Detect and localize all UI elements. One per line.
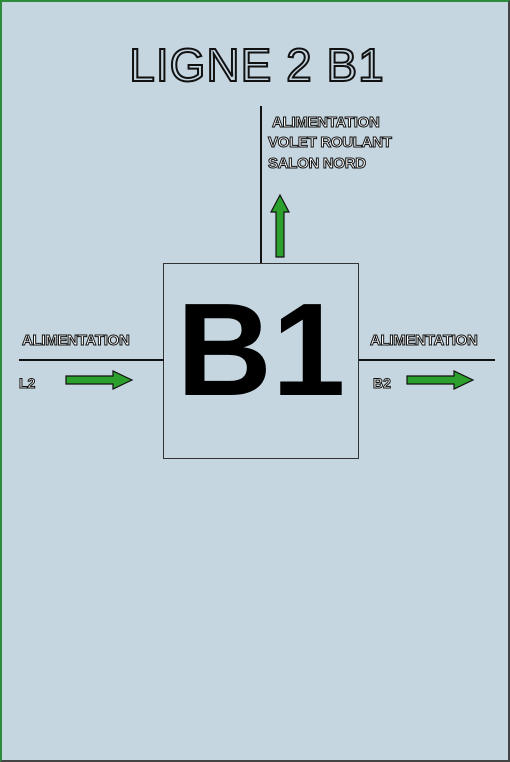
right-output-label: ALIMENTATION <box>370 332 479 350</box>
right-output-line <box>359 359 495 361</box>
arrow-right-icon <box>65 370 134 390</box>
left-input-sub-label: L2 <box>18 375 36 392</box>
top-output-line <box>260 106 262 264</box>
arrow-up-icon <box>270 193 290 258</box>
b1-box: B1 <box>163 263 359 459</box>
top-output-label-3: SALON NORD <box>268 155 367 173</box>
top-output-label-1: ALIMENTATION <box>272 114 381 132</box>
left-input-label: ALIMENTATION <box>22 332 131 350</box>
b1-box-label: B1 <box>176 276 346 423</box>
top-output-label-2: VOLET ROULANT <box>268 134 393 152</box>
arrow-right-icon <box>406 370 475 390</box>
right-output-sub-label: B2 <box>373 375 392 392</box>
diagram-title: LIGNE 2 B1 <box>128 38 385 92</box>
left-input-line <box>19 359 164 361</box>
